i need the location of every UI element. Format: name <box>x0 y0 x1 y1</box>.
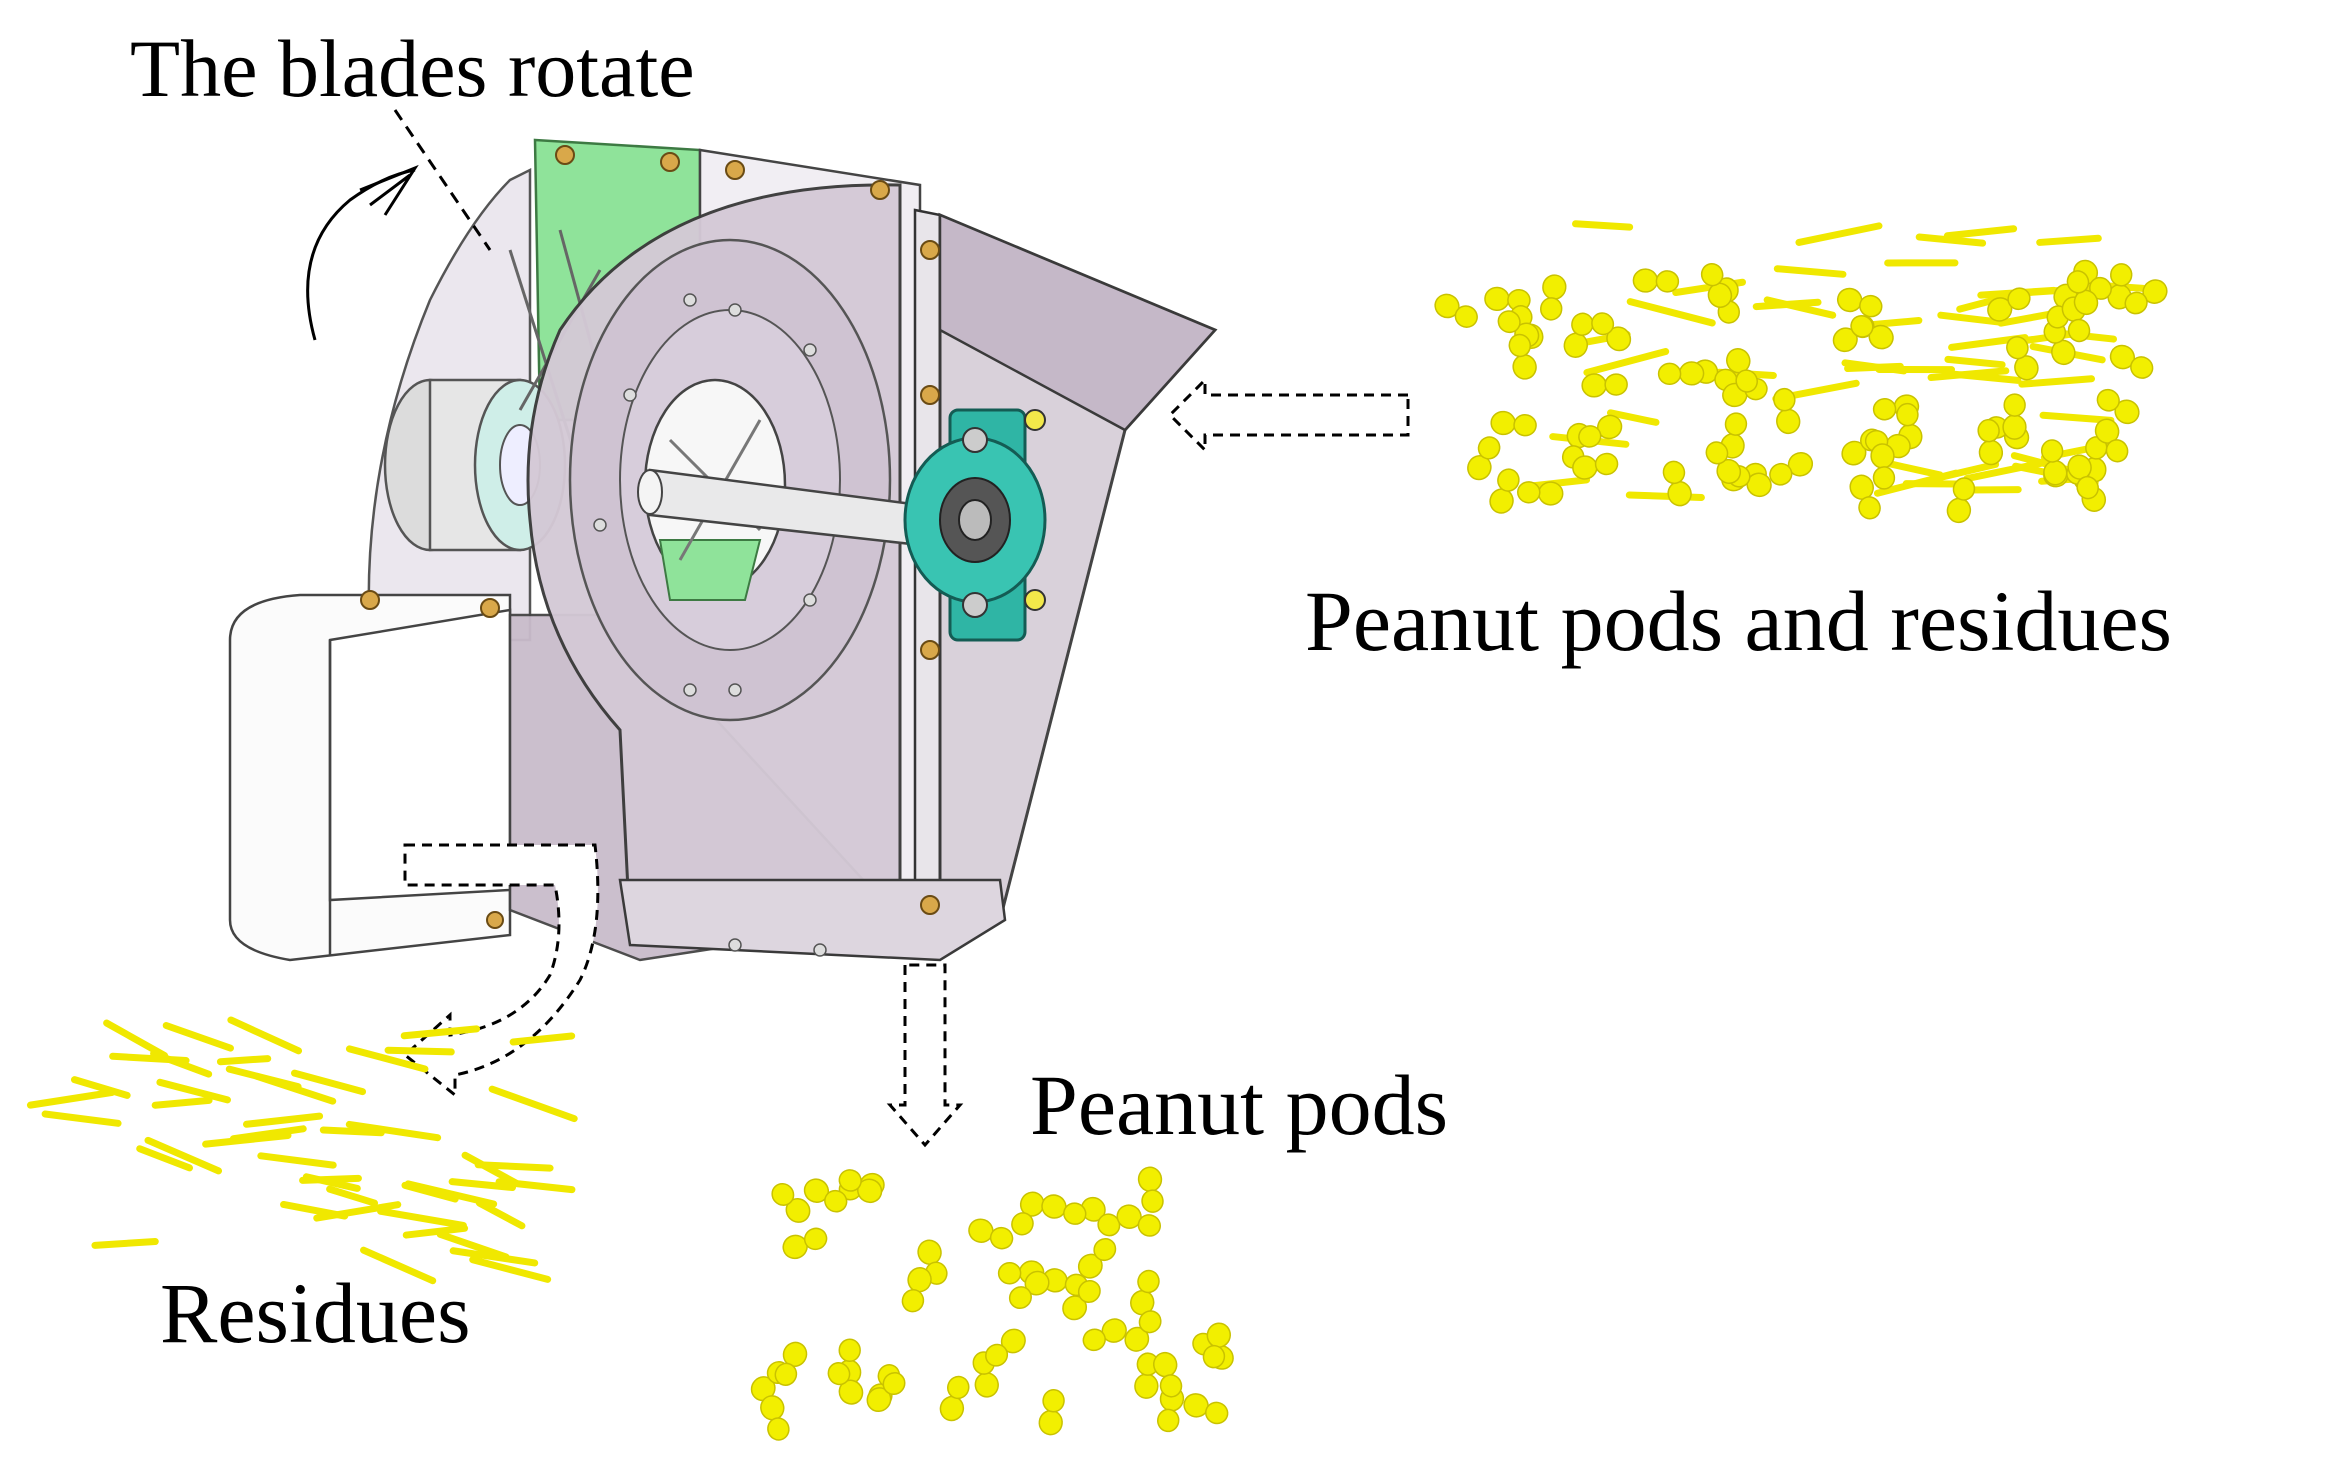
residue-stem <box>303 1178 359 1180</box>
residue-stem <box>246 1116 319 1124</box>
peanut-pod <box>1431 290 1481 332</box>
mixed-particle-cloud <box>1431 224 2171 525</box>
residue-stem <box>1947 229 2013 236</box>
residue-stem <box>1587 352 1666 373</box>
pods-particle-cloud <box>747 1165 1238 1442</box>
residue-stem <box>160 1082 228 1100</box>
residue-stem <box>2022 379 2092 384</box>
residue-stem <box>261 1156 333 1165</box>
peanut-pod <box>1561 310 1596 360</box>
residue-stem <box>233 1129 303 1139</box>
residue-stem <box>220 1059 267 1062</box>
residue-stem <box>2043 415 2111 420</box>
peanut-pod <box>1538 274 1567 322</box>
residue-outlet-box <box>230 595 510 960</box>
residue-stem <box>381 1211 464 1225</box>
peanut-pod <box>1039 1192 1089 1228</box>
leader-line <box>395 110 490 250</box>
peanut-pod <box>1582 373 1628 397</box>
peanut-pod <box>899 1265 934 1315</box>
residue-stem <box>229 1069 298 1087</box>
residue-stem <box>479 1203 522 1226</box>
rotation-arrowhead <box>360 168 415 215</box>
peanut-pod <box>1490 410 1537 437</box>
residue-stem <box>30 1092 112 1105</box>
pods-arrow <box>890 965 960 1145</box>
peanut-pod <box>1137 1166 1165 1213</box>
peanut-pod <box>1181 1390 1231 1427</box>
peanut-pod <box>1079 1315 1129 1355</box>
peanut-pod <box>2003 394 2026 439</box>
residue-stem <box>330 1189 375 1203</box>
residue-stem <box>1533 480 1586 486</box>
residue-stem <box>231 1020 299 1051</box>
peanut-pod <box>1633 269 1679 294</box>
residue-stem <box>95 1242 155 1246</box>
residue-stem <box>388 1050 451 1052</box>
residue-stem <box>1799 226 1879 243</box>
residue-stem <box>1888 463 1940 475</box>
peanut-pod <box>1766 449 1816 490</box>
residue-stem <box>45 1114 118 1123</box>
bottom-plate <box>620 880 1005 960</box>
residues-output-label: Residues <box>160 1270 471 1356</box>
residue-stem <box>107 1023 165 1056</box>
residue-stem <box>1777 269 1843 275</box>
residues-arrow <box>405 845 598 1095</box>
pods-output-label: Peanut pods <box>1030 1062 1448 1148</box>
residue-stem <box>1756 302 1818 306</box>
peanut-pod <box>758 1393 792 1443</box>
peanut-pod <box>780 1224 830 1262</box>
peanut-pod <box>823 1358 867 1408</box>
residue-stem <box>1948 359 2002 364</box>
peanut-pod <box>937 1374 972 1424</box>
residue-stem <box>406 1228 464 1235</box>
residue-stem <box>1576 224 1630 227</box>
peanut-pod <box>1587 308 1635 355</box>
residue-stem <box>492 1089 574 1119</box>
residue-stem <box>1948 374 2018 381</box>
peanut-pod <box>1835 286 1885 321</box>
residue-stem <box>2040 238 2099 242</box>
machine-assembly <box>230 140 1215 960</box>
peanut-pod <box>1660 459 1694 508</box>
inlet-green <box>660 540 760 600</box>
peanut-pod <box>1128 1268 1163 1318</box>
residue-stem <box>155 1100 209 1105</box>
peanut-pod <box>1038 1388 1066 1436</box>
residue-stem <box>1630 302 1712 323</box>
inlet-arrow <box>1170 380 1408 450</box>
blades-rotate-label: The blades rotate <box>130 28 695 110</box>
peanut-pod <box>1658 362 1703 386</box>
peanut-pod <box>966 1216 1016 1253</box>
peanut-pod <box>1120 1306 1165 1356</box>
peanut-pod <box>1007 1188 1047 1238</box>
residue-stem <box>166 1025 230 1048</box>
peanut-pod <box>2106 341 2156 383</box>
mixed-input-label: Peanut pods and residues <box>1305 578 2172 664</box>
